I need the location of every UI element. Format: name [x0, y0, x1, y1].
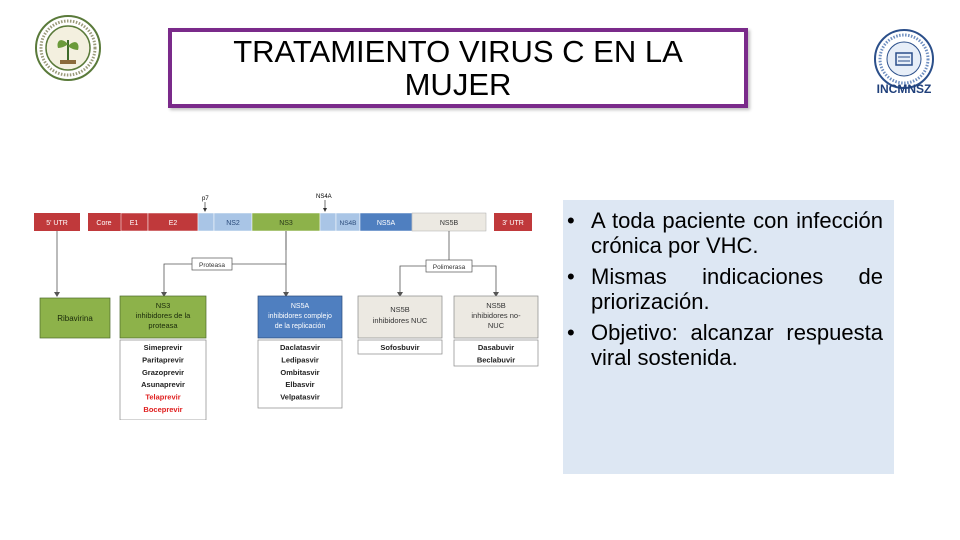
drug-name: Telaprevir	[145, 393, 180, 402]
genome-e2: E2	[169, 220, 178, 227]
ns5b-nuc-drug-list: Sofosbuvir	[380, 343, 419, 352]
ns5a-drug-list: DaclatasvirLedipasvirOmbitasvirElbasvirV…	[280, 343, 320, 402]
seal-logo-left	[35, 15, 101, 81]
drug-name: Asunaprevir	[141, 380, 185, 389]
drug-name: Simeprevir	[144, 343, 183, 352]
slide-title: TRATAMIENTO VIRUS C EN LA MUJER	[233, 34, 683, 102]
drug-name: Velpatasvir	[280, 393, 320, 402]
genome-bar: 5' UTR Core E1 E2 NS2 NS3 NS4B NS5A NS5B…	[34, 212, 532, 232]
hcv-genome-diagram: p7 NS4A 5' UTR Core E1 E2 NS2 NS3 NS4B N…	[34, 194, 539, 420]
logo-right-label: INCMNSZ	[876, 82, 932, 96]
bullet-item: •Objetivo: alcanzar respuesta viral sost…	[567, 320, 883, 370]
bullet-list: •A toda paciente con infección crónica p…	[563, 208, 883, 376]
drug-name: Dasabuvir	[478, 343, 514, 352]
genome-core: Core	[96, 220, 111, 227]
drug-name: Beclabuvir	[477, 355, 515, 364]
bullet-item: •Mismas indicaciones de priorización.	[567, 264, 883, 314]
drug-name: Grazoprevir	[142, 368, 184, 377]
drug-name: Boceprevir	[143, 405, 182, 414]
label-p7: p7	[202, 196, 209, 202]
enzyme-protease: Proteasa	[199, 262, 225, 269]
genome-3utr: 3' UTR	[502, 220, 524, 227]
bullet-panel: •A toda paciente con infección crónica p…	[563, 200, 894, 474]
label-ns4a: NS4A	[316, 194, 332, 200]
genome-5utr: 5' UTR	[46, 220, 68, 227]
bullet-item: •A toda paciente con infección crónica p…	[567, 208, 883, 258]
ns3-drug-list: SimeprevirParitaprevirGrazoprevirAsunapr…	[141, 343, 185, 414]
drug-name: Daclatasvir	[280, 343, 320, 352]
enzyme-polymerase: Polimerasa	[433, 264, 466, 271]
drug-name: Ombitasvir	[280, 368, 319, 377]
genome-ns3: NS3	[279, 220, 293, 227]
seal-logo-right	[874, 29, 934, 89]
drug-name: Elbasvir	[285, 380, 314, 389]
genome-ns2: NS2	[226, 220, 240, 227]
genome-ns5b: NS5B	[440, 220, 459, 227]
genome-e1: E1	[130, 220, 139, 227]
drug-name: Sofosbuvir	[380, 343, 419, 352]
class-ribavirin: Ribavirina	[57, 314, 93, 323]
genome-ns4b: NS4B	[340, 220, 357, 227]
drug-name: Ledipasvir	[281, 355, 319, 364]
title-box: TRATAMIENTO VIRUS C EN LA MUJER	[168, 28, 748, 108]
genome-ns5a: NS5A	[377, 220, 396, 227]
drug-name: Paritaprevir	[142, 355, 184, 364]
